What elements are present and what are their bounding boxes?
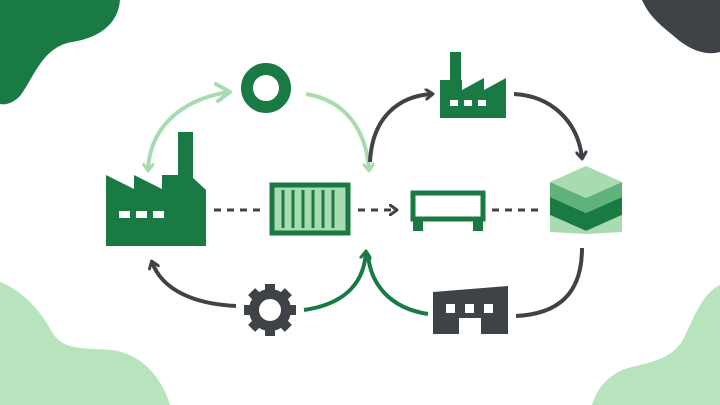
arrow-ring-to-container — [305, 92, 369, 170]
corner-blob-top-left — [0, 0, 120, 105]
ring-icon — [241, 63, 291, 113]
corner-blob-bottom-left — [0, 282, 170, 405]
corner-blob-top-right — [642, 0, 720, 54]
corner-blob-bottom-right — [592, 285, 720, 405]
arrow-warehouse-to-container — [366, 253, 429, 316]
arrow-gear-to-container — [303, 252, 366, 312]
arrow-ring-to-factory — [148, 90, 229, 170]
warehouse-icon — [433, 286, 508, 334]
rail-frame-icon — [410, 190, 486, 231]
factory-icon — [106, 132, 206, 246]
shipping-container-icon — [269, 182, 351, 236]
arrow-ring-to-factory-start-head — [214, 82, 232, 103]
layered-stack-icon — [550, 166, 622, 234]
factory-icon — [440, 52, 506, 118]
gear-icon — [244, 284, 296, 336]
curve-stack-to-warehouse — [515, 247, 584, 318]
arrow-gear-to-factory — [152, 262, 237, 308]
arrow-to-small-factory — [368, 94, 432, 163]
arrow-small-factory-to-stack — [513, 92, 582, 158]
